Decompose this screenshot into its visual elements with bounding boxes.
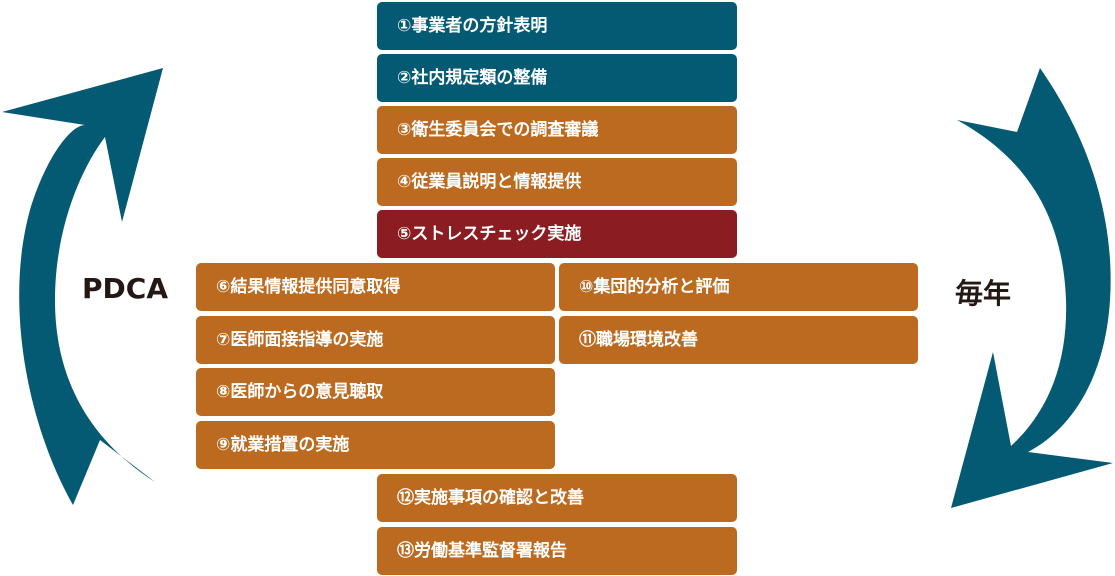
yearly-label: 毎年 [955,277,1012,310]
step-12-box: ⑫実施事項の確認と改善 [377,474,737,522]
curved-arrow-down-icon [951,68,1113,508]
step-9-box: ⑨就業措置の実施 [196,421,555,469]
step-6-box: ⑥結果情報提供同意取得 [196,263,555,311]
step-13-box: ⑬労働基準監督署報告 [377,527,737,575]
step-1-box: ①事業者の方針表明 [377,2,737,50]
pdca-label: PDCA [82,272,168,305]
curved-arrow-up-icon [2,68,163,505]
step-3-box: ③衛生委員会での調査審議 [377,106,737,154]
step-4-box: ④従業員説明と情報提供 [377,158,737,206]
step-11-box: ⑪職場環境改善 [559,316,918,364]
step-8-box: ⑧医師からの意見聴取 [196,368,555,416]
step-5-box: ⑤ストレスチェック実施 [377,210,737,258]
step-2-box: ②社内規定類の整備 [377,54,737,102]
step-10-box: ⑩集団的分析と評価 [559,263,918,311]
step-7-box: ⑦医師面接指導の実施 [196,316,555,364]
